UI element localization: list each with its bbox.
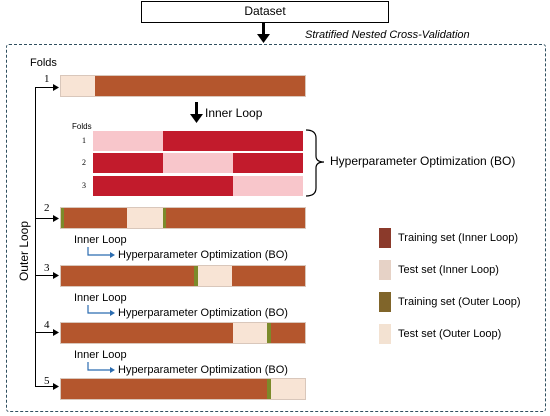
fold-3-test	[198, 266, 232, 286]
inner-fold-bar-2	[93, 153, 303, 173]
fold-4-olive-a	[267, 323, 271, 343]
connector-3-head	[53, 272, 59, 279]
inner-fold-number-2: 2	[82, 158, 86, 167]
connector-1-head	[53, 84, 59, 91]
fold-3-olive-a	[194, 266, 198, 286]
inner-loop-small-1: Inner Loop	[74, 234, 127, 246]
legend-label-3: Training set (Outer Loop)	[398, 296, 521, 308]
inner-fold-bar-3	[93, 176, 303, 196]
inner-fold-1-test	[93, 131, 163, 151]
legend-label-2: Test set (Inner Loop)	[398, 264, 499, 276]
bo-small-2: Hyperparameter Optimization (BO)	[118, 307, 288, 319]
fold-3-train-b	[232, 266, 305, 286]
fold-bar-2	[60, 207, 306, 229]
fold-5-test	[271, 379, 305, 399]
legend-label-1: Training set (Inner Loop)	[398, 232, 519, 244]
legend-swatch-1	[379, 228, 391, 248]
inner-bracket	[305, 129, 325, 197]
fold-4-train-b	[271, 323, 305, 343]
dataset-arrow-shaft	[262, 22, 265, 36]
folds-label: Folds	[30, 57, 57, 69]
fold-number-5: 5	[44, 375, 50, 387]
fold-2-train-b	[166, 208, 305, 228]
inner-loop-arrow-shaft	[195, 102, 198, 116]
connector-4	[35, 332, 55, 333]
dataset-box	[141, 1, 389, 23]
outer-loop-line	[35, 87, 36, 386]
connector-5-head	[53, 383, 59, 390]
inner-loop-label: Inner Loop	[205, 106, 263, 120]
legend-swatch-4	[379, 324, 391, 344]
fold-2-olive-a	[61, 208, 64, 228]
inner-fold-number-1: 1	[82, 136, 86, 145]
legend-swatch-2	[379, 260, 391, 280]
cv-frame	[6, 44, 546, 412]
inner-fold-bar-1	[93, 131, 303, 151]
fold-1-test	[61, 76, 95, 96]
inner-fold-number-3: 3	[82, 181, 86, 190]
connector-5	[35, 386, 55, 387]
fold-2-test	[127, 208, 163, 228]
dataset-arrow-head	[257, 34, 270, 43]
fold-bar-4	[60, 322, 306, 344]
legend-swatch-3	[379, 292, 391, 312]
outer-loop-label: Outer Loop	[17, 218, 32, 284]
fold-5-train	[61, 379, 267, 399]
inner-fold-1-train	[163, 131, 303, 151]
blue-arrow-2	[87, 305, 115, 316]
fold-2-olive-b	[163, 208, 166, 228]
fold-bar-1	[60, 75, 306, 97]
fold-1-train	[95, 76, 305, 96]
fold-number-2: 2	[44, 202, 50, 214]
fold-number-1: 1	[44, 73, 50, 85]
inner-loop-arrow-head	[190, 114, 203, 123]
inner-loop-small-2: Inner Loop	[74, 292, 127, 304]
blue-arrow-3	[87, 362, 115, 373]
inner-fold-3-test	[233, 176, 303, 196]
fold-3-train-a	[61, 266, 194, 286]
cv-title: Stratified Nested Cross-Validation	[305, 29, 470, 41]
inner-fold-2-train-a	[93, 153, 163, 173]
fold-2-train-a	[64, 208, 127, 228]
fold-4-train-a	[61, 323, 233, 343]
fold-4-test	[233, 323, 267, 343]
bo-small-1: Hyperparameter Optimization (BO)	[118, 249, 288, 261]
fold-bar-5	[60, 378, 306, 400]
bo-label: Hyperparameter Optimization (BO)	[330, 154, 516, 168]
inner-folds-label: Folds	[72, 122, 92, 131]
connector-3	[35, 275, 55, 276]
fold-5-olive	[267, 379, 271, 399]
fold-bar-3	[60, 265, 306, 287]
fold-number-4: 4	[44, 319, 50, 331]
inner-loop-small-3: Inner Loop	[74, 349, 127, 361]
connector-2	[35, 218, 55, 219]
dataset-label: Dataset	[244, 4, 286, 18]
bo-small-3: Hyperparameter Optimization (BO)	[118, 364, 288, 376]
connector-4-head	[53, 329, 59, 336]
inner-fold-2-test	[163, 153, 233, 173]
inner-fold-3-train	[93, 176, 233, 196]
connector-2-head	[53, 215, 59, 222]
inner-fold-2-train-b	[233, 153, 303, 173]
connector-1	[35, 87, 55, 88]
legend-label-4: Test set (Outer Loop)	[398, 328, 502, 340]
blue-arrow-1	[87, 247, 115, 258]
fold-number-3: 3	[44, 262, 50, 274]
